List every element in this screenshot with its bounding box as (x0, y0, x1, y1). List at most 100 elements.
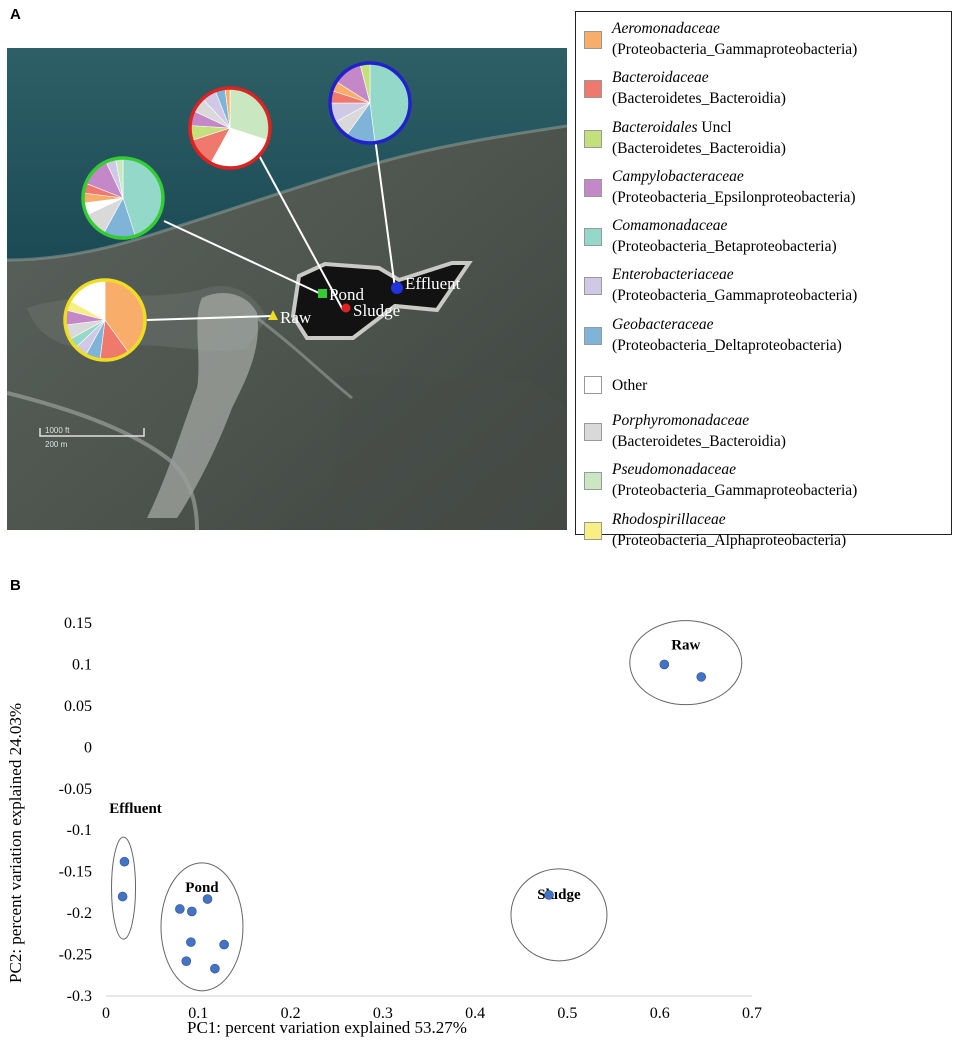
legend-item-pseudomonadaceae: Pseudomonadaceae(Proteobacteria_Gammapro… (584, 459, 951, 508)
legend-swatch (584, 423, 602, 442)
x-tick-label: 0.6 (650, 1005, 670, 1022)
taxa-legend: Aeromonadaceae(Proteobacteria_Gammaprote… (575, 11, 952, 549)
site-label-raw: Raw (280, 308, 312, 327)
y-axis-title: PC2: percent variation explained 24.03% (6, 703, 25, 983)
legend-swatch (584, 326, 602, 345)
data-point-pond (175, 904, 185, 914)
effluent-marker (391, 282, 403, 294)
cluster-label-raw: Raw (671, 638, 700, 654)
sludge-marker (341, 303, 351, 313)
legend-label: Bacteroidaceae(Bacteroidetes_Bacteroidia… (612, 69, 786, 108)
cluster-ellipse-raw (629, 620, 743, 706)
x-tick-label: 0.7 (742, 1005, 762, 1022)
legend-item-bacteroidales-uncl: Bacteroidales Uncl(Bacteroidetes_Bactero… (584, 117, 951, 166)
data-point-pond (210, 963, 220, 974)
pie-border (63, 278, 147, 362)
legend-swatch (584, 521, 602, 540)
x-tick-label: 0 (102, 1005, 110, 1022)
pie-border (188, 86, 272, 170)
cluster-label-sludge: Sludge (537, 887, 581, 903)
legend-label: Pseudomonadaceae(Proteobacteria_Gammapro… (612, 461, 858, 500)
pie-sludge (188, 86, 272, 170)
panel-b-label: B (10, 577, 21, 594)
connector-effluent (374, 137, 396, 289)
connector-raw (146, 315, 273, 321)
panel-a-label: A (10, 6, 21, 23)
legend-label: Campylobacteraceae(Proteobacteria_Epsilo… (612, 167, 856, 206)
map-gravel-pad (147, 293, 258, 518)
raw-marker (268, 310, 278, 320)
scale-bar: 1000 ft 200 m (39, 426, 145, 449)
map-road-2 (256, 316, 353, 400)
pie-effluent (328, 61, 412, 145)
legend-label: Aeromonadaceae(Proteobacteria_Gammaprote… (612, 20, 858, 58)
y-tick-label: 0 (84, 739, 92, 756)
data-point-effluent (117, 891, 128, 902)
pie-border (81, 156, 165, 240)
y-tick-label: -0.15 (59, 864, 92, 881)
pie-border (328, 61, 412, 145)
data-point-pond (186, 937, 196, 947)
scale-bar-feet: 1000 ft (45, 426, 70, 435)
connector-sludge (254, 147, 344, 311)
legend-label: Porphyromonadaceae(Bacteroidetes_Bactero… (612, 412, 786, 451)
legend-item-comamonadaceae: Comamonadaceae(Proteobacteria_Betaproteo… (584, 215, 951, 264)
cluster-label-effluent: Effluent (109, 801, 162, 817)
legend-label: Bacteroidales Uncl(Bacteroidetes_Bactero… (612, 118, 786, 157)
connector-pond (163, 220, 320, 294)
sewage-lagoon (290, 261, 473, 340)
cluster-label-pond: Pond (185, 880, 219, 896)
legend-swatch (584, 472, 602, 491)
site-label-effluent: Effluent (405, 274, 461, 293)
data-point-raw (659, 659, 670, 670)
x-tick-label: 0.3 (373, 1005, 393, 1022)
map-shoreline (7, 124, 567, 262)
legend-swatch (584, 277, 602, 296)
legend-swatch (584, 31, 602, 49)
y-tick-label: -0.05 (59, 781, 92, 798)
y-tick-label: 0.05 (64, 698, 92, 715)
cluster-ellipse-sludge (510, 868, 608, 962)
data-point-sludge (544, 890, 554, 900)
legend-label: Comamonadaceae(Proteobacteria_Betaproteo… (612, 217, 837, 256)
site-label-pond: Pond (329, 285, 364, 304)
x-tick-label: 0.4 (465, 1005, 485, 1022)
legend-swatch (584, 376, 602, 395)
site-label-sludge: Sludge (353, 301, 400, 320)
legend-item-aeromonadaceae: Aeromonadaceae(Proteobacteria_Gammaprote… (584, 18, 951, 67)
x-tick-label: 0.5 (557, 1005, 577, 1022)
y-tick-label: 0.1 (72, 656, 92, 673)
legend-item-rhodospirillaceae: Rhodospirillaceae(Proteobacteria_Alphapr… (584, 509, 951, 558)
pie-raw (63, 278, 147, 362)
y-tick-label: 0.15 (64, 615, 92, 632)
cluster-ellipse-pond (160, 862, 244, 992)
legend-label: Other (612, 376, 648, 394)
legend-label: Rhodospirillaceae(Proteobacteria_Alphapr… (612, 510, 847, 549)
legend-label: Enterobacteriaceae(Proteobacteria_Gammap… (612, 266, 858, 305)
x-axis-title: PC1: percent variation explained 53.27% (187, 1018, 467, 1037)
data-point-raw (696, 672, 707, 682)
pie-pond (81, 156, 165, 240)
y-tick-label: -0.2 (67, 905, 92, 922)
data-point-pond (181, 956, 192, 966)
satellite-map: 1000 ft 200 m Pond Sludge Effluent Raw (7, 48, 567, 530)
legend-swatch (584, 228, 602, 247)
x-tick-label: 0.2 (281, 1005, 301, 1022)
data-point-effluent (119, 856, 130, 867)
legend-swatch (584, 80, 602, 99)
y-tick-label: -0.1 (67, 822, 92, 839)
legend-swatch (584, 129, 602, 148)
y-tick-label: -0.25 (59, 947, 92, 964)
data-point-pond (187, 906, 197, 917)
legend-item-campylobacteraceae: Campylobacteraceae(Proteobacteria_Epsilo… (584, 166, 951, 215)
pond-marker (318, 289, 327, 298)
map-road (7, 391, 199, 530)
legend-item-porphyromonadaceae: Porphyromonadaceae(Bacteroidetes_Bactero… (584, 410, 951, 459)
legend-item-other: Other (584, 365, 951, 405)
legend-item-geobacteraceae: Geobacteraceae(Proteobacteria_Deltaprote… (584, 314, 951, 363)
scale-bar-meters: 200 m (45, 440, 68, 449)
y-tick-label: -0.3 (67, 988, 92, 1005)
x-tick-label: 0.1 (188, 1005, 208, 1022)
pcoa-scatter-chart: PC2: percent variation explained 24.03% … (6, 615, 762, 1037)
data-point-pond (202, 894, 213, 904)
